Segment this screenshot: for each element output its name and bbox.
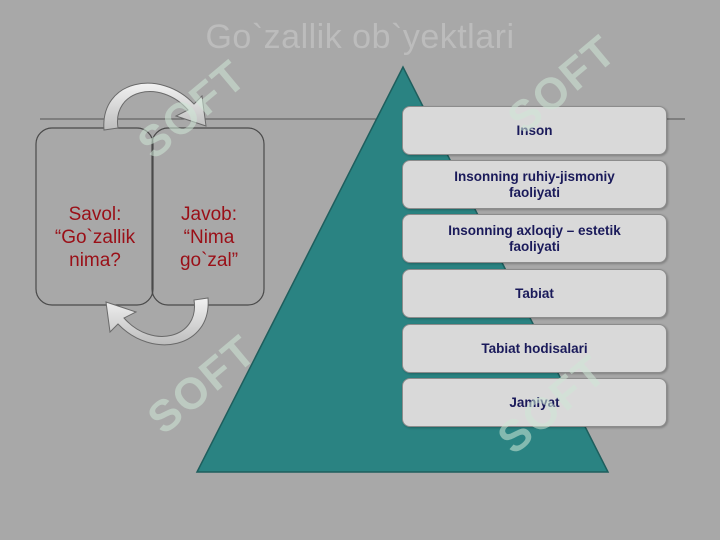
answer-label: Javob: — [181, 204, 237, 225]
level-ruhiy-jismoniy: Insonning ruhiy-jismoniy faoliyati — [402, 160, 667, 209]
question-line-1: “Go`zallik — [54, 227, 136, 248]
level-tabiat-hodisalari: Tabiat hodisalari — [402, 324, 667, 373]
cycle-arrow-top — [103, 82, 207, 131]
level-tabiat: Tabiat — [402, 269, 667, 318]
question-text: Savol: “Go`zallik nima? — [40, 203, 150, 272]
level-inson: Inson — [402, 106, 667, 155]
answer-line-1: “Nima — [183, 227, 235, 248]
question-box — [35, 127, 154, 306]
level-jamiyat: Jamiyat — [402, 378, 667, 427]
slide-title: Go`zallik ob`yektlari — [205, 18, 515, 56]
question-line-2: nima? — [69, 250, 121, 271]
answer-text: Javob: “Nima go`zal” — [156, 203, 262, 272]
level-axloqiy-estetik: Insonning axloqiy – estetik faoliyati — [402, 214, 667, 263]
answer-line-2: go`zal” — [179, 250, 239, 271]
cycle-arrow-bottom — [105, 297, 209, 346]
question-label: Savol: — [68, 204, 122, 225]
